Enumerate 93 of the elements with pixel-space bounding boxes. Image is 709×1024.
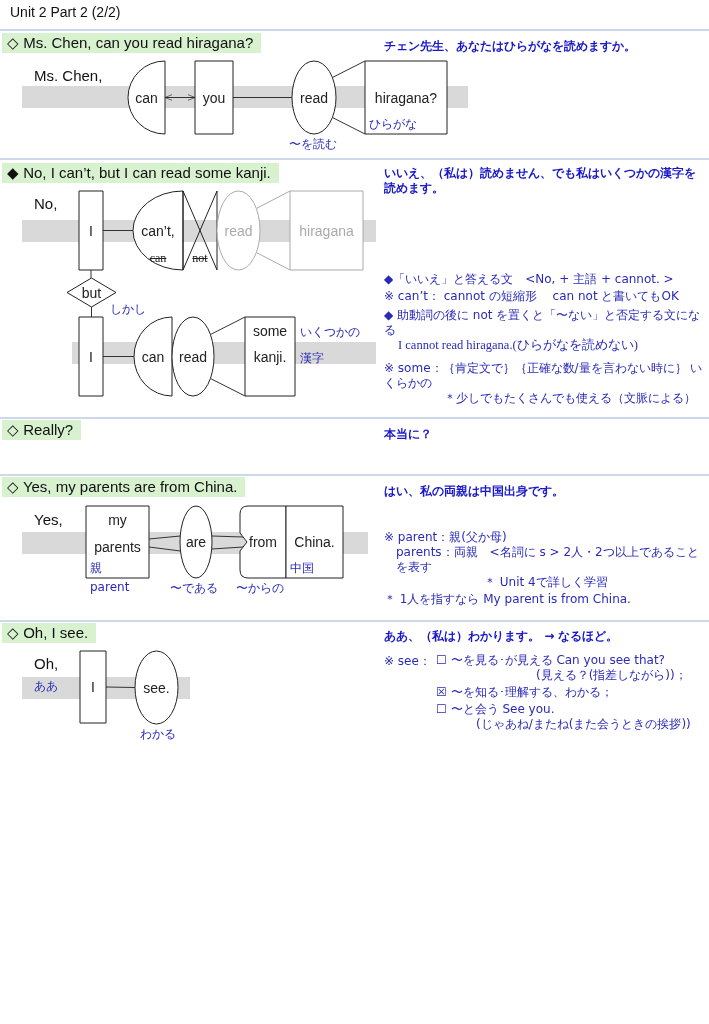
note-text: (見える？(指差しながら))； — [536, 668, 688, 683]
translation-text: いいえ、（私は）読めません、でも私はいくつかの漢字を読めます。 — [384, 166, 697, 196]
connector-line — [148, 535, 181, 552]
note-text: ※ parent：親(父か母) — [384, 530, 508, 545]
note-text: (じゃあね/またね(また会うときの挨拶)) — [476, 717, 692, 732]
note-text: ＊少しでもたくさんでも使える（文脈による） — [444, 391, 697, 406]
sentence-heading: ◇ Really? — [2, 420, 82, 440]
word-box — [290, 191, 363, 270]
word-text: can’t, — [140, 223, 176, 239]
word-box — [79, 317, 103, 396]
negation-hourglass — [183, 191, 217, 270]
page-title: Unit 2 Part 2 (2/2) — [10, 4, 121, 20]
word-text: kanji. — [252, 349, 288, 365]
word-ellipse — [172, 317, 214, 396]
gloss-text: ひらがな — [369, 116, 417, 132]
word-box — [245, 317, 295, 396]
connector-line — [232, 97, 293, 98]
word-text: but — [80, 284, 103, 301]
gloss-text: 中国 — [290, 560, 314, 576]
word-text: I — [88, 348, 94, 365]
word-ellipse — [135, 651, 178, 724]
word-ellipse — [217, 191, 260, 270]
word-box — [80, 651, 106, 723]
connector-line — [255, 190, 291, 271]
word-text: read — [223, 222, 254, 239]
note-text: ◆「いいえ」と答える文 <No, + 主語 + cannot. > — [384, 272, 675, 287]
connector-line — [211, 535, 244, 550]
word-text: I — [88, 222, 94, 239]
gloss-text: 親 — [90, 560, 102, 576]
word-text: parents — [93, 539, 142, 555]
word-text: can — [134, 89, 159, 106]
note-text: ※ see： — [384, 653, 431, 670]
word-text: can — [140, 348, 166, 365]
note-text: ＊ Unit 4で詳しく学習 — [484, 575, 609, 590]
note-text: ◆ 助動詞の後に not を置くと「〜ない」と否定する文になる — [384, 308, 702, 338]
note-text: ☐ 〜を見る･が見える Can you see that? — [436, 653, 666, 668]
connector-line — [102, 230, 134, 231]
gloss-text: わかる — [140, 726, 176, 743]
connector-line — [331, 60, 366, 135]
word-text: you — [201, 89, 227, 106]
gloss-text: いくつかの — [300, 324, 360, 341]
preposition-box — [240, 506, 286, 578]
gloss-text: 〜である — [170, 580, 218, 597]
note-text: ☐ 〜と会う See you. — [436, 702, 556, 717]
sentence-word: Ms. Chen, — [34, 67, 103, 84]
note-text: ☒ 〜を知る･理解する、わかる； — [436, 685, 614, 700]
word-text: my — [107, 512, 128, 528]
word-text: can — [148, 250, 168, 266]
word-text: read — [178, 348, 208, 365]
sentence-heading: ◇ Ms. Chen, can you read hiragana? — [2, 33, 262, 53]
sentence-heading: ◇ Oh, I see. — [2, 623, 97, 643]
word-text: not — [191, 250, 209, 266]
gloss-text: 〜を読む — [289, 136, 337, 153]
word-ellipse — [292, 61, 336, 134]
sentence-word: Yes, — [34, 511, 63, 528]
connector-line — [90, 269, 92, 279]
sentence-heading: ◇ Yes, my parents are from China. — [2, 477, 246, 497]
translation-text: チェン先生、あなたはひらがなを読めますか。 — [384, 39, 637, 54]
word-box — [365, 61, 447, 134]
translation-text: はい、私の両親は中国出身です。 — [384, 484, 565, 499]
connector-line — [105, 686, 136, 688]
word-box — [195, 61, 233, 134]
translation-text: ああ、（私は）わかります。 → なるほど。 — [384, 629, 620, 644]
word-box — [79, 191, 103, 270]
word-text: are — [184, 534, 208, 550]
word-text: read — [299, 89, 329, 106]
note-text: ※ can’t： cannot の短縮形 can not と書いてもOK — [384, 289, 680, 304]
gloss-text: parent — [90, 580, 130, 594]
word-text: from — [248, 534, 278, 550]
gloss-text: 漢字 — [300, 350, 324, 367]
note-text: ＊ 1人を指すなら My parent is from China. — [384, 592, 632, 607]
gloss-text: しかし — [110, 301, 146, 318]
sentence-word: No, — [34, 195, 58, 212]
word-text: hiragana — [298, 222, 355, 239]
word-text: see. — [142, 679, 171, 696]
translation-text: 本当に？ — [384, 427, 433, 442]
sentence-word: Oh, — [34, 655, 59, 672]
word-text: hiragana? — [373, 89, 439, 106]
note-text: I cannot read hiragana.(ひらがなを読めない) — [398, 338, 639, 353]
note-text: parents：両親 <名詞に s > 2人・2つ以上であることを表す — [396, 545, 700, 575]
connector-line — [102, 356, 135, 357]
double-arrow — [164, 94, 196, 101]
word-box — [286, 506, 343, 578]
word-box — [86, 506, 149, 578]
word-text: I — [90, 679, 96, 695]
word-text: some — [251, 323, 289, 339]
sentence-heading: ◆ No, I can’t, but I can read some kanji. — [2, 163, 279, 183]
word-ellipse — [180, 506, 212, 578]
word-text: China. — [293, 534, 336, 550]
gloss-text: 〜からの — [236, 580, 284, 597]
connector-line — [209, 316, 246, 397]
note-text: ※ some：｛肯定文で｝｛正確な数/量を言わない時に｝ いくらかの — [384, 361, 704, 391]
gloss-text: ああ — [34, 678, 58, 695]
